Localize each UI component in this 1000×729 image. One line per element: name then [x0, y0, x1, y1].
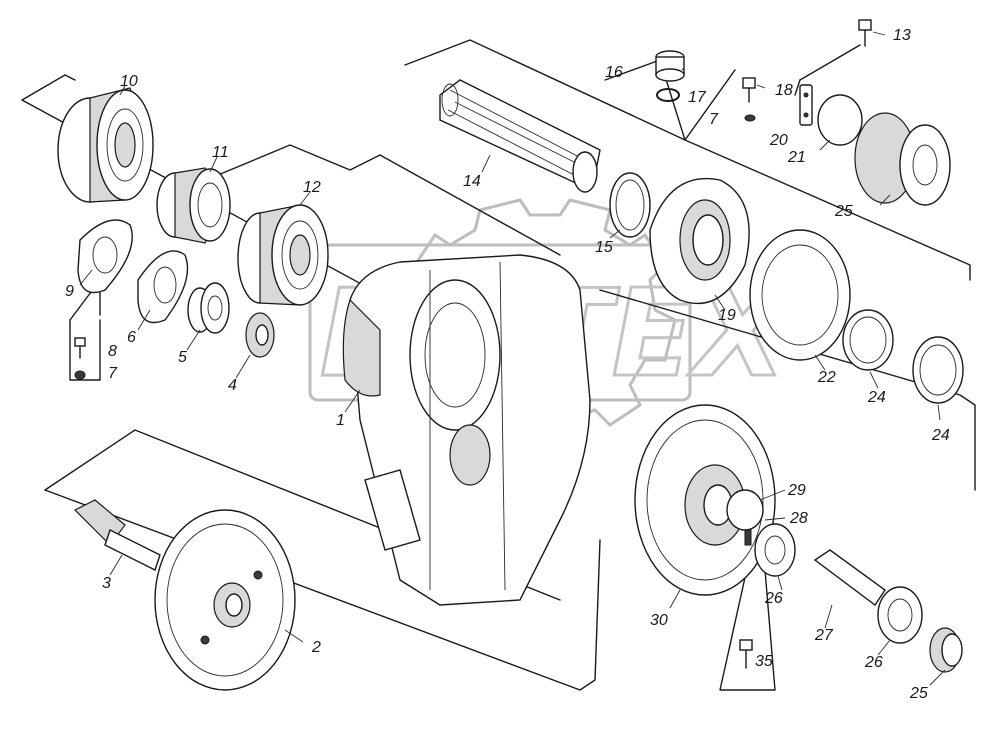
- callout-2: 2: [311, 639, 321, 656]
- callout-9: 9: [65, 283, 74, 300]
- housing-1: [342, 254, 591, 606]
- leader-lines: [79, 31, 946, 686]
- gear-25-bottom: [929, 627, 963, 673]
- callout-25-top: 25: [834, 203, 853, 220]
- bearing-26-a: [754, 523, 796, 577]
- plug-16: [655, 50, 685, 82]
- callout-27: 27: [814, 627, 834, 644]
- callout-11: 11: [212, 144, 229, 161]
- shaft-end-29: [726, 489, 764, 531]
- bearing-10: [57, 87, 154, 203]
- gasket-22: [749, 229, 851, 361]
- bolt-8-left: [74, 337, 86, 380]
- cover-21: [817, 94, 863, 146]
- callout-26-a: 26: [764, 590, 783, 607]
- callout-8: 8: [108, 343, 117, 360]
- gear-25-top: [854, 112, 951, 206]
- callout-6: 6: [127, 329, 136, 346]
- callout-22: 22: [817, 369, 836, 386]
- callout-16: 16: [605, 64, 623, 81]
- callout-30: 30: [650, 612, 668, 629]
- pinion-shaft-3: [73, 499, 161, 571]
- callout-3: 3: [102, 575, 111, 592]
- shaft-27: [813, 549, 886, 607]
- callout-29: 29: [787, 482, 806, 499]
- bearing-26-b: [877, 586, 923, 644]
- bearing-5: [187, 282, 230, 334]
- callout-28: 28: [789, 510, 808, 527]
- gear-30: [634, 404, 776, 596]
- callout-35: 35: [755, 653, 773, 670]
- bolt-13: [858, 19, 872, 47]
- ring-15: [609, 172, 651, 238]
- ring-24-b: [912, 336, 964, 404]
- callout-5: 5: [178, 349, 187, 366]
- gasket-6: [137, 250, 189, 324]
- bearing-12: [237, 204, 329, 306]
- plate-20: [799, 84, 813, 126]
- callout-25-bottom: 25: [909, 685, 928, 702]
- shaft-14: [439, 79, 601, 193]
- callout-17: 17: [688, 89, 707, 106]
- cover-plate-9: [77, 219, 133, 294]
- callout-labels: 1 2 3 4 5 6 7 7 8 9 10 11 12 13 14 15 16…: [65, 27, 950, 702]
- callout-26-b: 26: [864, 654, 883, 671]
- callout-10: 10: [120, 73, 138, 90]
- callout-4: 4: [228, 377, 237, 394]
- ring-24-a: [842, 309, 894, 371]
- callout-12: 12: [303, 179, 321, 196]
- callout-1: 1: [336, 412, 345, 429]
- callout-7-left: 7: [108, 365, 118, 382]
- callout-21: 21: [787, 149, 806, 166]
- callout-18: 18: [775, 82, 793, 99]
- callout-7-right: 7: [709, 111, 719, 128]
- callout-13: 13: [893, 27, 911, 44]
- washer-17: [656, 88, 680, 102]
- bolt-35: [739, 639, 753, 669]
- flange-19: [649, 177, 750, 305]
- callout-14: 14: [463, 173, 481, 190]
- callout-20: 20: [769, 132, 788, 149]
- callout-19: 19: [718, 307, 736, 324]
- bearing-11: [156, 167, 231, 244]
- callout-15: 15: [595, 239, 613, 256]
- callout-24-a: 24: [867, 389, 886, 406]
- bolt-18: [742, 77, 756, 122]
- callout-24-b: 24: [931, 427, 950, 444]
- seal-4: [245, 312, 275, 358]
- gear-2: [154, 509, 296, 691]
